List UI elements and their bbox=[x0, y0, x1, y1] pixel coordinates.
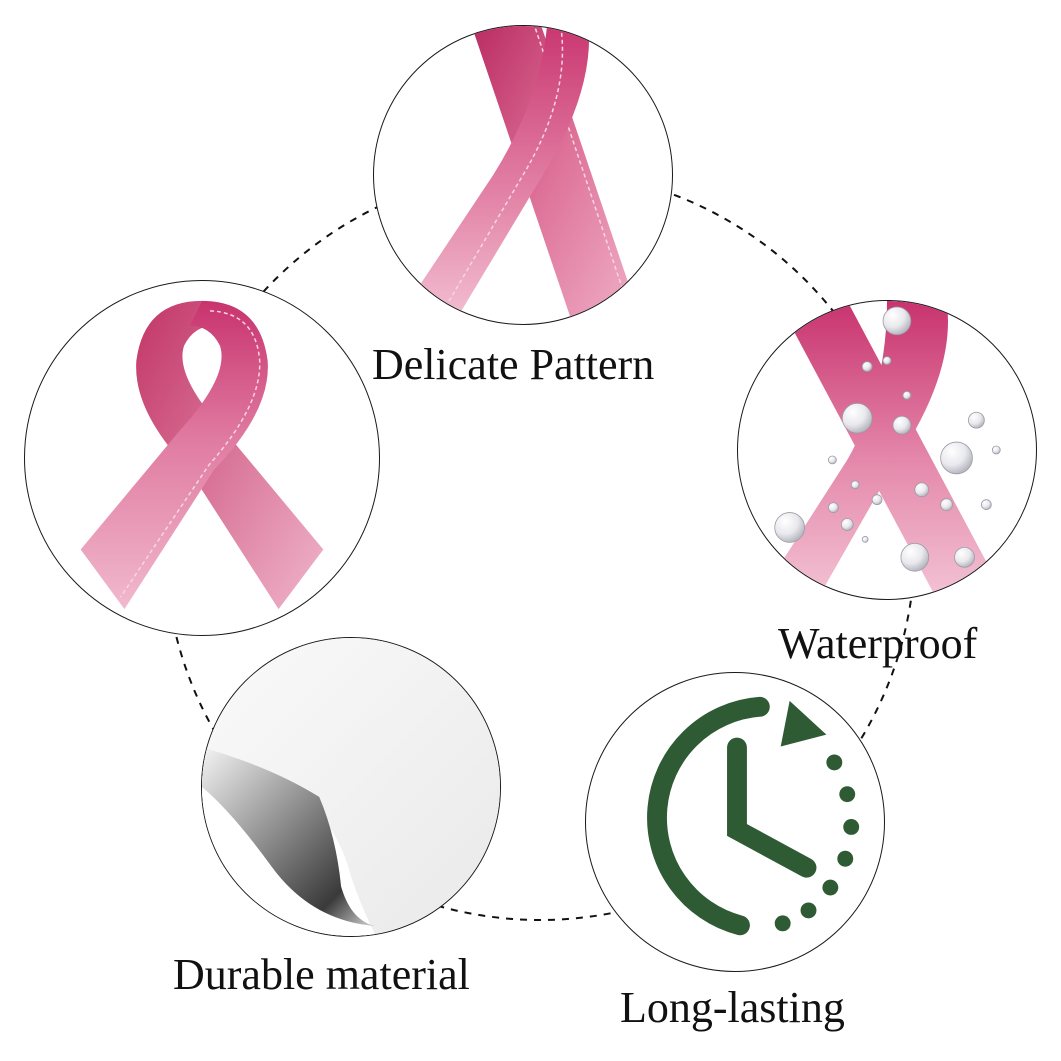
arrow-head bbox=[780, 700, 827, 747]
durable-material-label: Durable material bbox=[173, 950, 470, 999]
durable-material-circle bbox=[201, 637, 501, 937]
peeling-sticker-icon bbox=[202, 638, 500, 936]
long-lasting-label: Long-lasting bbox=[620, 983, 845, 1032]
clock-arrow-icon bbox=[647, 696, 860, 936]
waterproof-label: Waterproof bbox=[778, 619, 978, 668]
pink-ribbon-water-drops-icon bbox=[757, 301, 1007, 599]
pink-ribbon-crossed-icon bbox=[393, 26, 643, 324]
delicate-pattern-label: Delicate Pattern bbox=[372, 340, 655, 389]
waterproof-circle bbox=[737, 300, 1037, 600]
pink-ribbon-loop-icon bbox=[80, 300, 324, 610]
delicate-pattern-circle bbox=[373, 25, 673, 325]
water-drops bbox=[774, 306, 1001, 572]
ribbon-circle bbox=[24, 280, 380, 636]
dotted-arc bbox=[774, 754, 860, 932]
long-lasting-circle bbox=[585, 672, 885, 972]
